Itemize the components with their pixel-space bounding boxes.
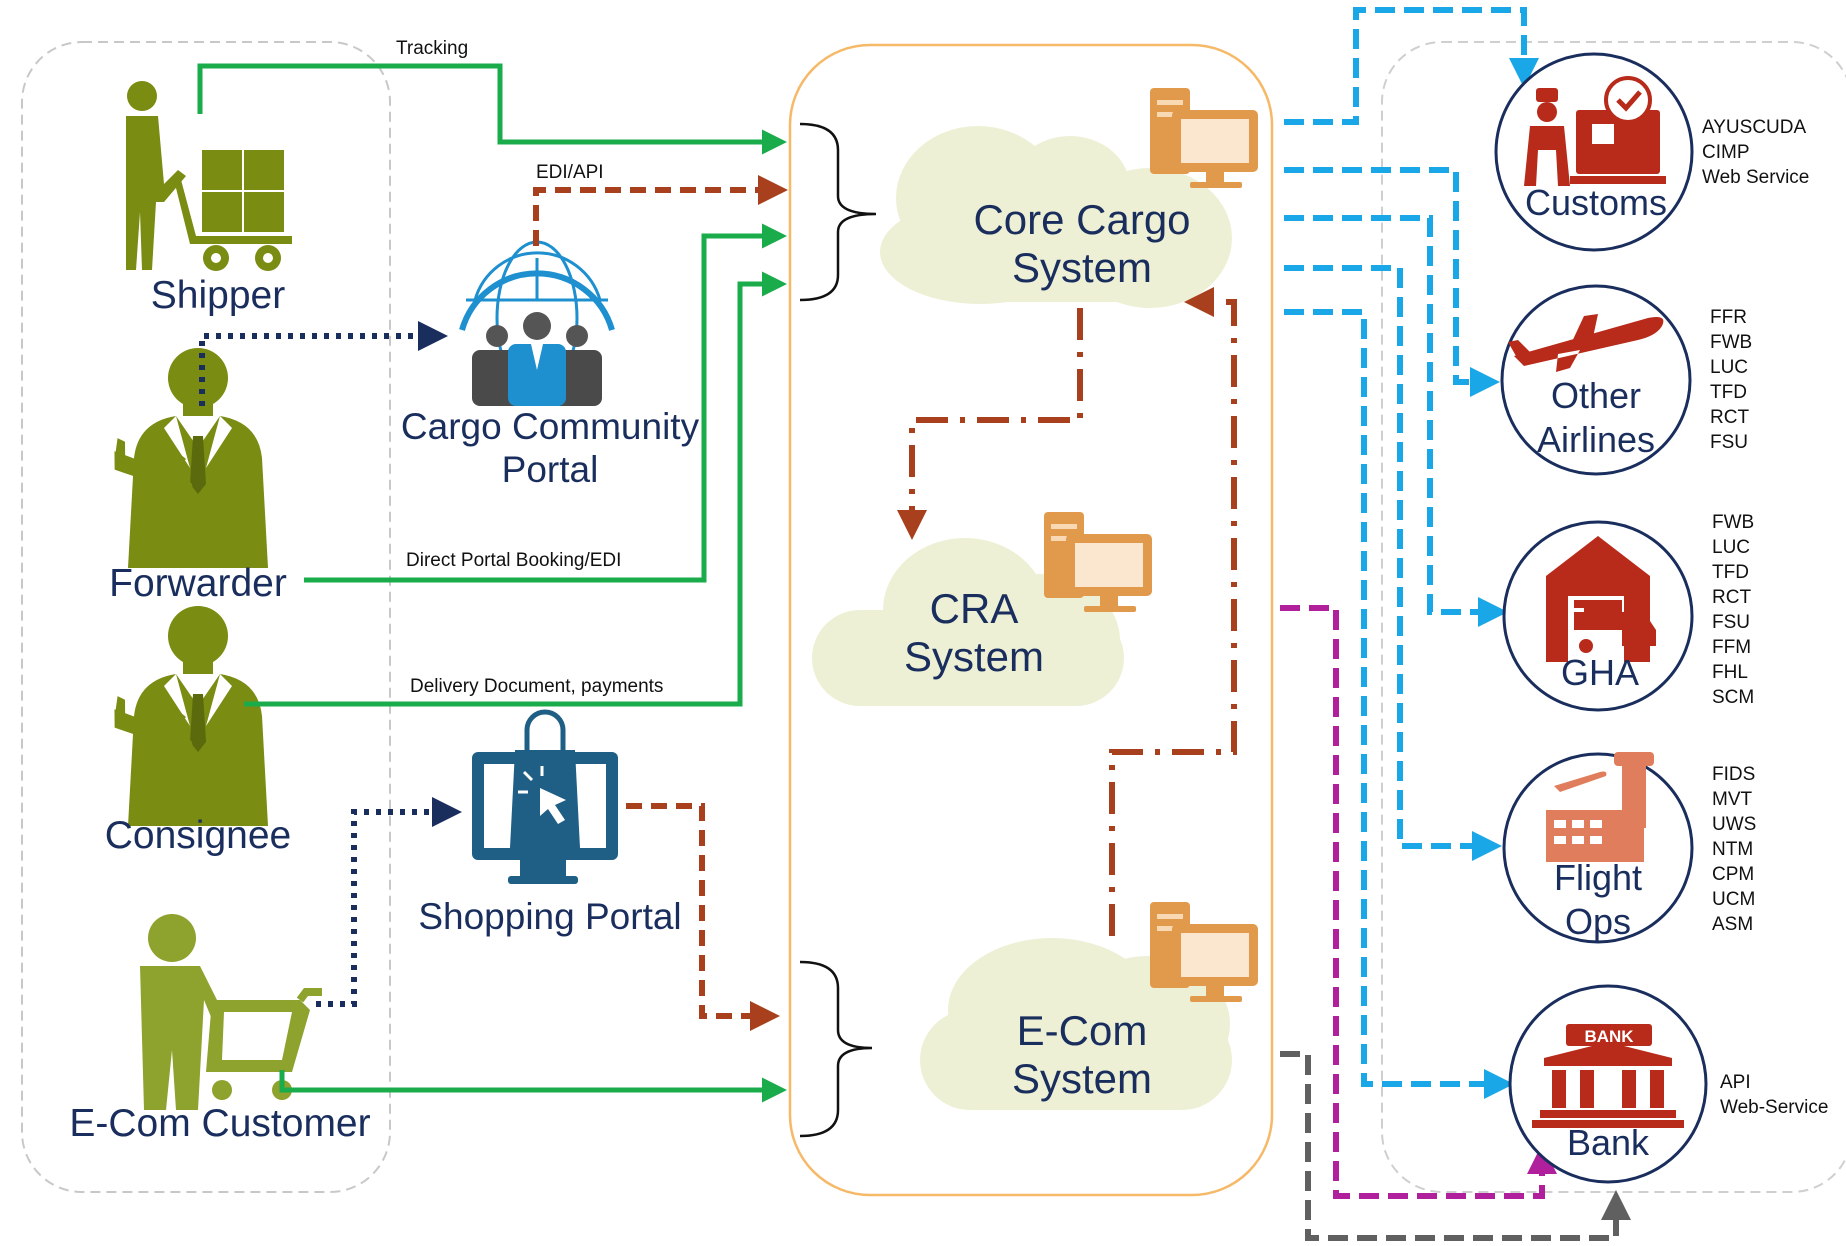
other-airlines-flow-arrow [1284,167,1500,397]
ecom-external-flow-arrow [1280,1051,1631,1241]
shopping-portal-icon [472,709,618,884]
inbound-bracket-bottom [799,960,873,1138]
bank-badge-text: BANK [1584,1027,1634,1046]
stakeholders-group-box [21,41,391,1193]
core-to-cra-flow-arrow [897,308,1083,540]
airplane-icon [1508,314,1664,372]
delivery-document-flow-arrow [244,271,787,707]
tracking-flow-arrow [197,63,787,155]
shipper-icon [126,81,292,271]
warehouse-icon [1546,536,1656,662]
gha-flow-arrow [1284,215,1508,627]
ecom-to-core-flow-arrow [1109,287,1237,936]
cargo-community-portal-icon [459,240,615,406]
ecom-bank-payment-flow-arrow [1280,605,1557,1199]
ecom-customer-flow-arrow [279,1070,787,1103]
shopping-portal-flow-arrow [626,803,780,1031]
core-cargo-computer-icon [1150,88,1258,188]
customs-flow-arrow [1284,7,1539,125]
gha-circle [1502,520,1694,712]
inbound-bracket-top [799,122,877,302]
customs-circle [1494,52,1694,252]
core-cargo-cloud [880,126,1232,308]
ecom-customer-icon [140,914,322,1110]
flight-ops-circle [1502,752,1694,944]
forwarder-icon [91,348,268,568]
forwarder-to-portal-flow-arrow [199,321,448,406]
control-tower-icon [1546,752,1654,862]
ecom-cloud [920,938,1232,1110]
customs-icon [1524,76,1666,186]
systems-container-box [788,43,1274,1197]
other-airlines-circle [1500,284,1692,476]
bank-building-icon [1532,1024,1684,1128]
bank-circle: BANK [1508,984,1708,1184]
direct-booking-flow-arrow [304,223,787,583]
bank-flow-arrow [1284,309,1514,1099]
edi-api-flow-arrow [533,175,788,246]
cra-cloud [812,538,1124,706]
consignee-icon [91,606,268,826]
flight-ops-flow-arrow [1284,265,1502,861]
customer-to-shopping-flow-arrow [316,797,462,1007]
